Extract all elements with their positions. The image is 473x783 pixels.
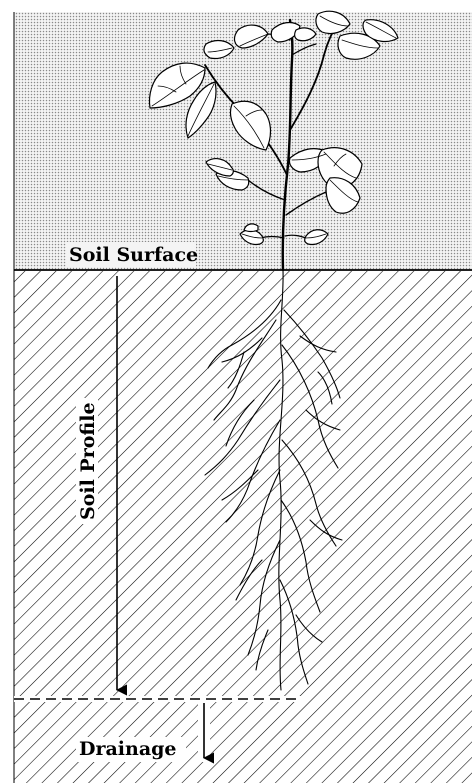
- soil-surface-label: Soil Surface: [69, 244, 198, 266]
- soil-profile-label: Soil Profile: [77, 402, 99, 520]
- soil-region: [14, 271, 472, 783]
- drainage-label: Drainage: [79, 738, 177, 760]
